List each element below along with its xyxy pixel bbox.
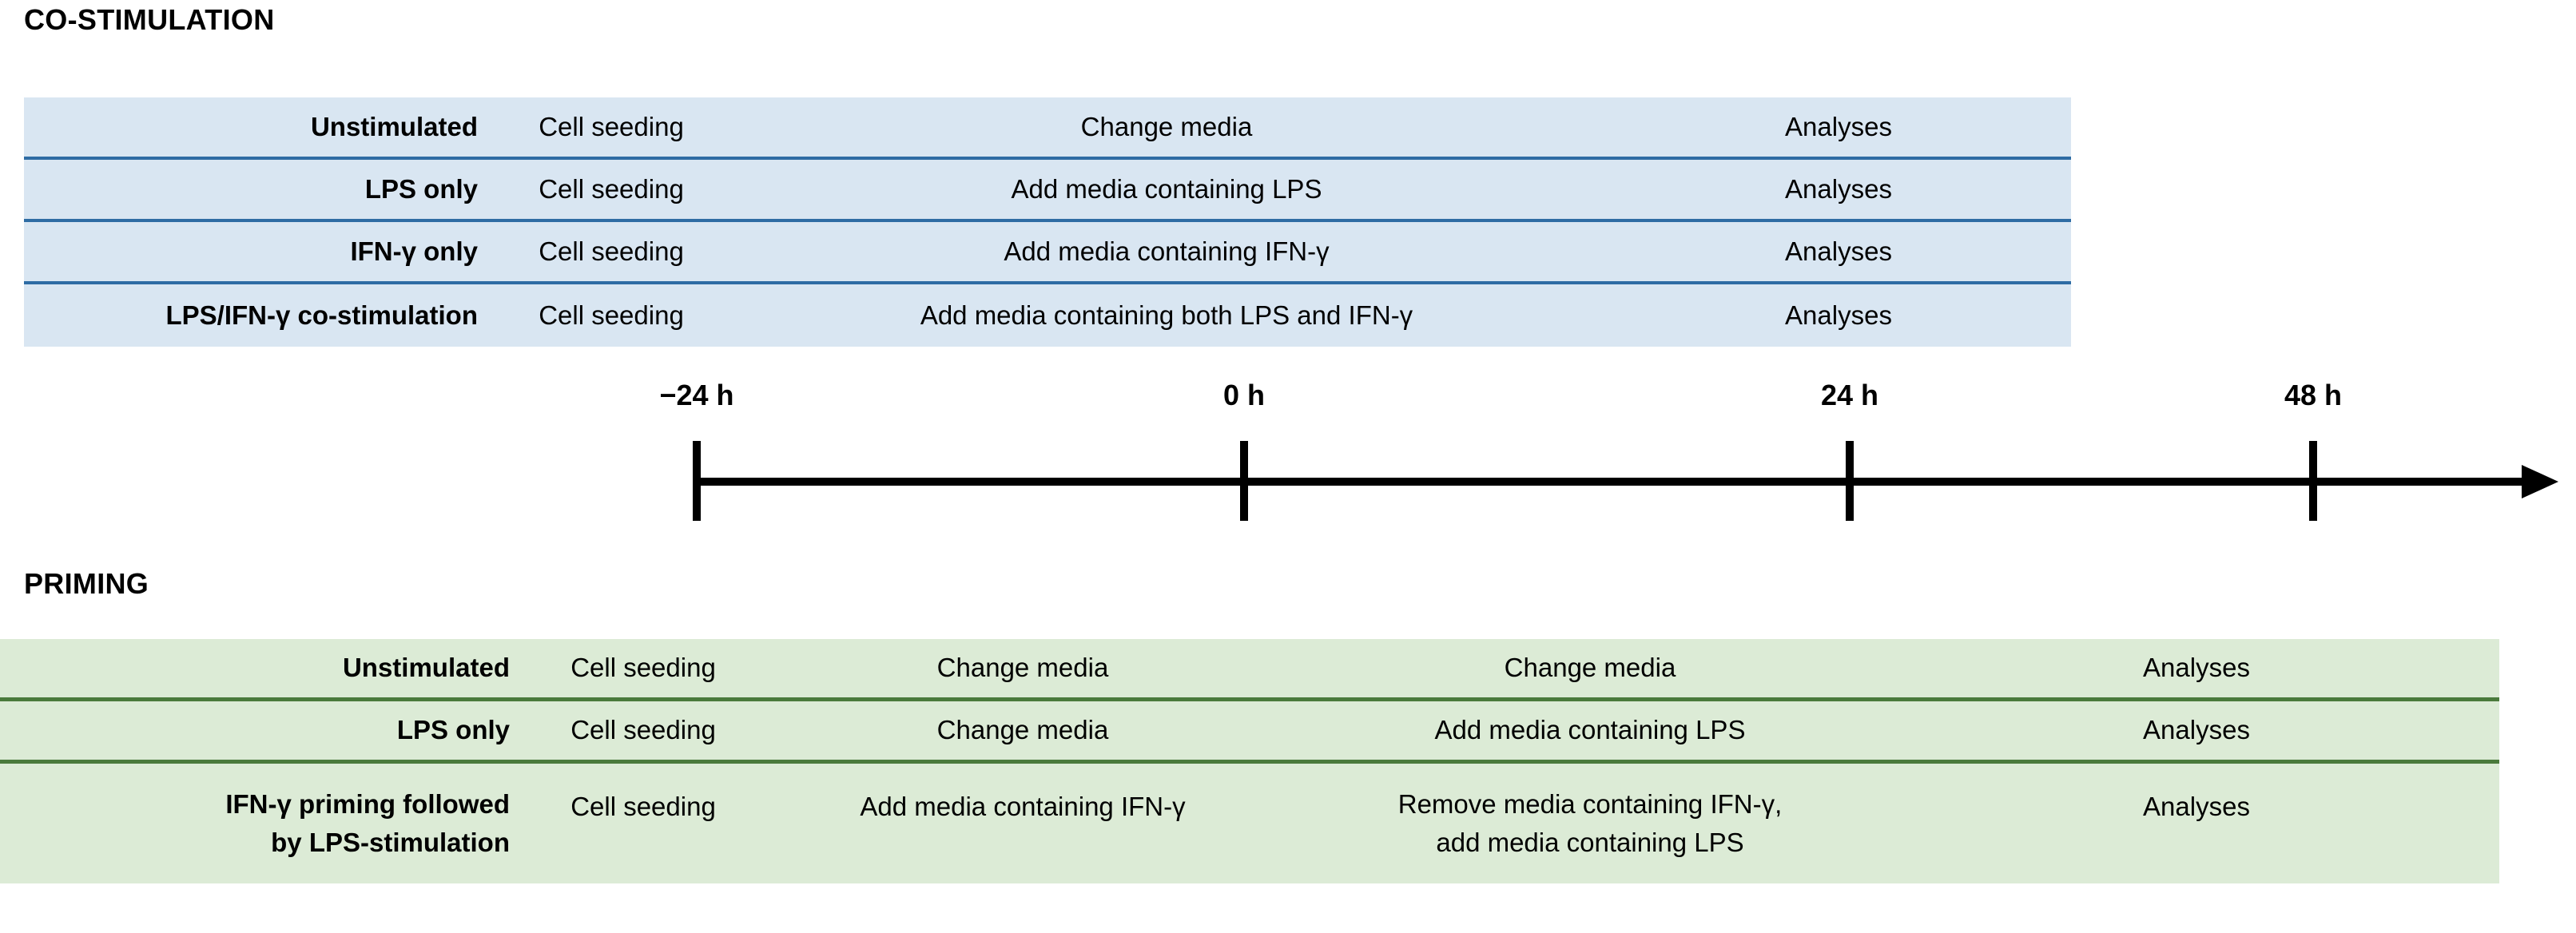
timeline-tick	[1846, 441, 1854, 521]
timeline-tick-label: 0 h	[1222, 379, 1266, 411]
row-condition-label: IFN-γ priming followed by LPS-stimulatio…	[0, 785, 527, 862]
table-row: LPS only Cell seeding Change media Add m…	[0, 701, 2499, 764]
timeline-tick	[1240, 441, 1248, 521]
table-row: Unstimulated Cell seeding Change media A…	[24, 97, 2071, 160]
row-condition-label: LPS only	[396, 715, 510, 745]
timeline-line	[697, 478, 2526, 486]
row-condition-label-line2: by LPS-stimulation	[271, 828, 510, 857]
row-cell-analyses-text: Analyses	[2143, 791, 2250, 821]
row-cell-seeding-text: Cell seeding	[570, 791, 716, 821]
row-condition-label-line1: IFN-γ priming followed	[225, 789, 510, 820]
row-cell-treatment: Add media containing LPS	[1011, 173, 1322, 204]
row-cell-seeding: Cell seeding	[539, 173, 684, 204]
costimulation-schedule-table: Unstimulated Cell seeding Change media A…	[24, 97, 2071, 347]
row-cell-step1: Add media containing IFN-γ Add media con…	[759, 790, 1286, 857]
table-row: LPS/IFN-γ co-stimulation Cell seeding Ad…	[24, 284, 2071, 347]
row-cell-analyses: Analyses	[1785, 173, 1892, 204]
row-cell-analyses: Analyses	[2143, 715, 2250, 745]
timeline-tick-label: 24 h	[1820, 379, 1879, 411]
row-cell-seeding: Cell seeding	[539, 300, 684, 330]
priming-schedule-table: Unstimulated Cell seeding Change media C…	[0, 639, 2499, 883]
row-cell-seeding: Cell seeding	[539, 111, 684, 141]
row-condition-label: LPS only	[364, 173, 478, 204]
table-row: IFN-γ only Cell seeding Add media contai…	[24, 222, 2071, 284]
section-title-costimulation: CO-STIMULATION	[24, 3, 275, 36]
row-cell-treatment: Add media containing both LPS and IFN-γ	[920, 300, 1413, 330]
row-cell-step1: Change media	[936, 715, 1109, 745]
row-cell-seeding: Cell seeding	[539, 236, 684, 266]
row-condition-label: LPS/IFN-γ co-stimulation	[165, 300, 478, 330]
row-cell-step1: Change media	[936, 653, 1109, 683]
timeline-tick-label: −24 h	[659, 379, 734, 411]
table-row: IFN-γ priming followed by LPS-stimulatio…	[0, 764, 2499, 883]
row-condition-label: Unstimulated	[310, 111, 478, 141]
row-cell-seeding: Cell seeding	[570, 653, 716, 683]
timeline-tick	[693, 441, 701, 521]
row-cell-step2: Remove media containing IFN-γ, add media…	[1286, 785, 1894, 862]
row-cell-step2: Change media	[1504, 653, 1676, 683]
row-cell-analyses: Analyses	[1785, 300, 1892, 330]
timeline-arrowhead-icon	[2522, 465, 2558, 498]
table-row: LPS only Cell seeding Add media containi…	[24, 160, 2071, 222]
row-cell-seeding: Cell seeding Cell seeding	[527, 790, 759, 857]
row-cell-step1-text: Add media containing IFN-γ	[860, 791, 1186, 821]
timeline-axis: −24 h 0 h 24 h 48 h	[0, 375, 2576, 535]
table-row: Unstimulated Cell seeding Change media C…	[0, 639, 2499, 701]
timeline-tick-label: 48 h	[2284, 379, 2343, 411]
row-cell-treatment: Change media	[1080, 111, 1253, 141]
timeline-tick	[2309, 441, 2317, 521]
row-cell-analyses: Analyses	[1785, 236, 1892, 266]
row-condition-label: IFN-γ only	[350, 236, 478, 266]
row-cell-step2-line2: add media containing LPS	[1436, 828, 1744, 857]
row-cell-treatment: Add media containing IFN-γ	[1004, 236, 1330, 266]
row-cell-seeding: Cell seeding	[570, 715, 716, 745]
row-cell-analyses: Analyses Analyses	[1894, 790, 2499, 857]
row-cell-analyses: Analyses	[2143, 653, 2250, 683]
row-cell-step2-line1: Remove media containing IFN-γ,	[1397, 789, 1783, 820]
row-cell-step2: Add media containing LPS	[1434, 715, 1746, 745]
row-cell-analyses: Analyses	[1785, 111, 1892, 141]
section-title-priming: PRIMING	[24, 567, 149, 600]
row-condition-label: Unstimulated	[342, 653, 510, 683]
